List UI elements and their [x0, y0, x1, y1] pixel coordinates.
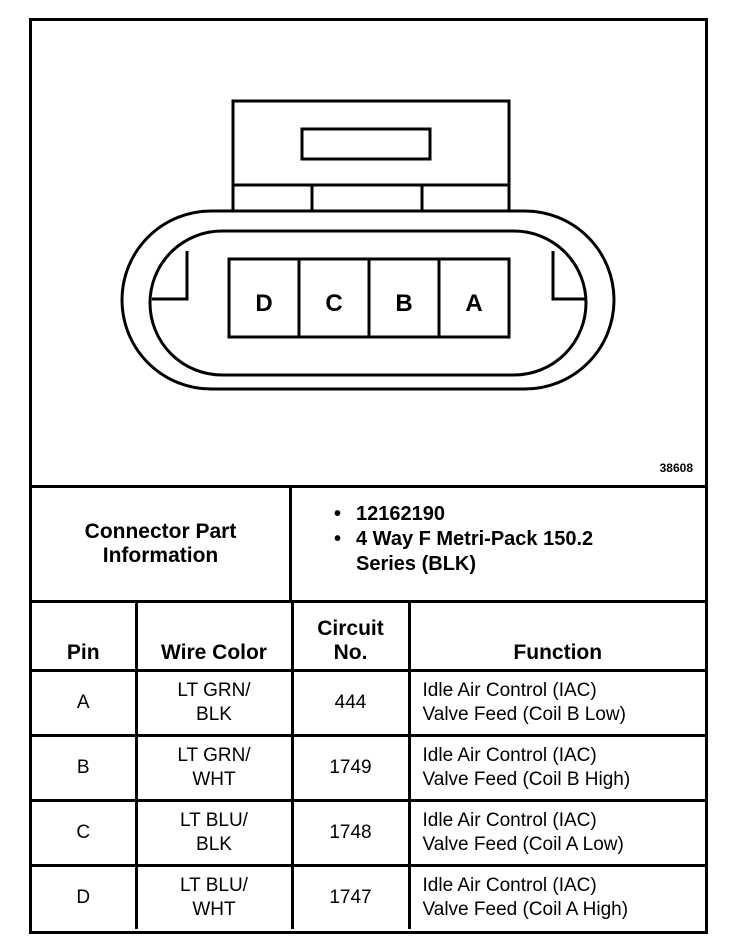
cell-circuit: 1748 — [290, 799, 411, 867]
cell-wire-color: LT BLU/BLK — [134, 799, 294, 867]
connector-diagram: D C B A 38608 — [32, 21, 705, 485]
header-pin: Pin — [32, 600, 138, 672]
cell-circuit: 444 — [290, 669, 411, 737]
pin-label-b: B — [395, 290, 412, 317]
info-label-line2: Information — [102, 544, 219, 567]
pin-label-c: C — [325, 290, 342, 317]
table-row: D LT BLU/WHT 1747 Idle Air Control (IAC)… — [32, 864, 705, 929]
bullet: • — [334, 503, 342, 525]
connector-part-info-row: Connector Part Information • 12162190 • … — [32, 485, 705, 600]
connector-part-info-label: Connector Part Information — [32, 488, 292, 600]
cell-circuit: 1749 — [290, 734, 411, 802]
info-item-part-number: • 12162190 — [334, 503, 445, 525]
pin-cavity-d — [227, 257, 301, 339]
cell-function: Idle Air Control (IAC)Valve Feed (Coil B… — [407, 734, 705, 802]
pinout-table: Pin Wire Color Circuit No. Function A LT… — [32, 600, 705, 929]
header-circuit-no: Circuit No. — [290, 600, 411, 672]
table-row: C LT BLU/BLK 1748 Idle Air Control (IAC)… — [32, 799, 705, 867]
connector-sheet: D C B A 38608 Connector Part Information… — [29, 18, 708, 934]
header-wire-color: Wire Color — [134, 600, 294, 672]
pin-cavity-b — [367, 257, 441, 339]
cell-wire-color: LT GRN/BLK — [134, 669, 294, 737]
cell-pin: B — [32, 734, 138, 802]
info-item-series: Series (BLK) — [356, 553, 477, 575]
figure-id: 38608 — [659, 461, 693, 475]
cell-pin: D — [32, 864, 138, 929]
pin-label-d: D — [255, 290, 272, 317]
connector-face-drawing: D C B A — [120, 99, 616, 391]
key-right — [551, 251, 585, 301]
info-label-line1: Connector Part — [84, 520, 237, 543]
header-function: Function — [407, 600, 705, 672]
pinout-header-row: Pin Wire Color Circuit No. Function — [32, 600, 705, 672]
cell-circuit: 1747 — [290, 864, 411, 929]
latch-slot — [300, 127, 432, 161]
cell-wire-color: LT BLU/WHT — [134, 864, 294, 929]
pin-cavity-a — [437, 257, 511, 339]
info-item-description: • 4 Way F Metri-Pack 150.2 — [334, 528, 594, 550]
bullet: • — [334, 528, 342, 550]
key-left — [152, 251, 189, 301]
pin-label-a: A — [465, 290, 482, 317]
cell-wire-color: LT GRN/WHT — [134, 734, 294, 802]
cell-function: Idle Air Control (IAC)Valve Feed (Coil B… — [407, 669, 705, 737]
cell-function: Idle Air Control (IAC)Valve Feed (Coil A… — [407, 864, 705, 929]
table-row: B LT GRN/WHT 1749 Idle Air Control (IAC)… — [32, 734, 705, 802]
cell-pin: C — [32, 799, 138, 867]
connector-part-info-list: • 12162190 • 4 Way F Metri-Pack 150.2 Se… — [332, 502, 593, 577]
table-row: A LT GRN/BLK 444 Idle Air Control (IAC)V… — [32, 669, 705, 737]
cell-pin: A — [32, 669, 138, 737]
cell-function: Idle Air Control (IAC)Valve Feed (Coil A… — [407, 799, 705, 867]
